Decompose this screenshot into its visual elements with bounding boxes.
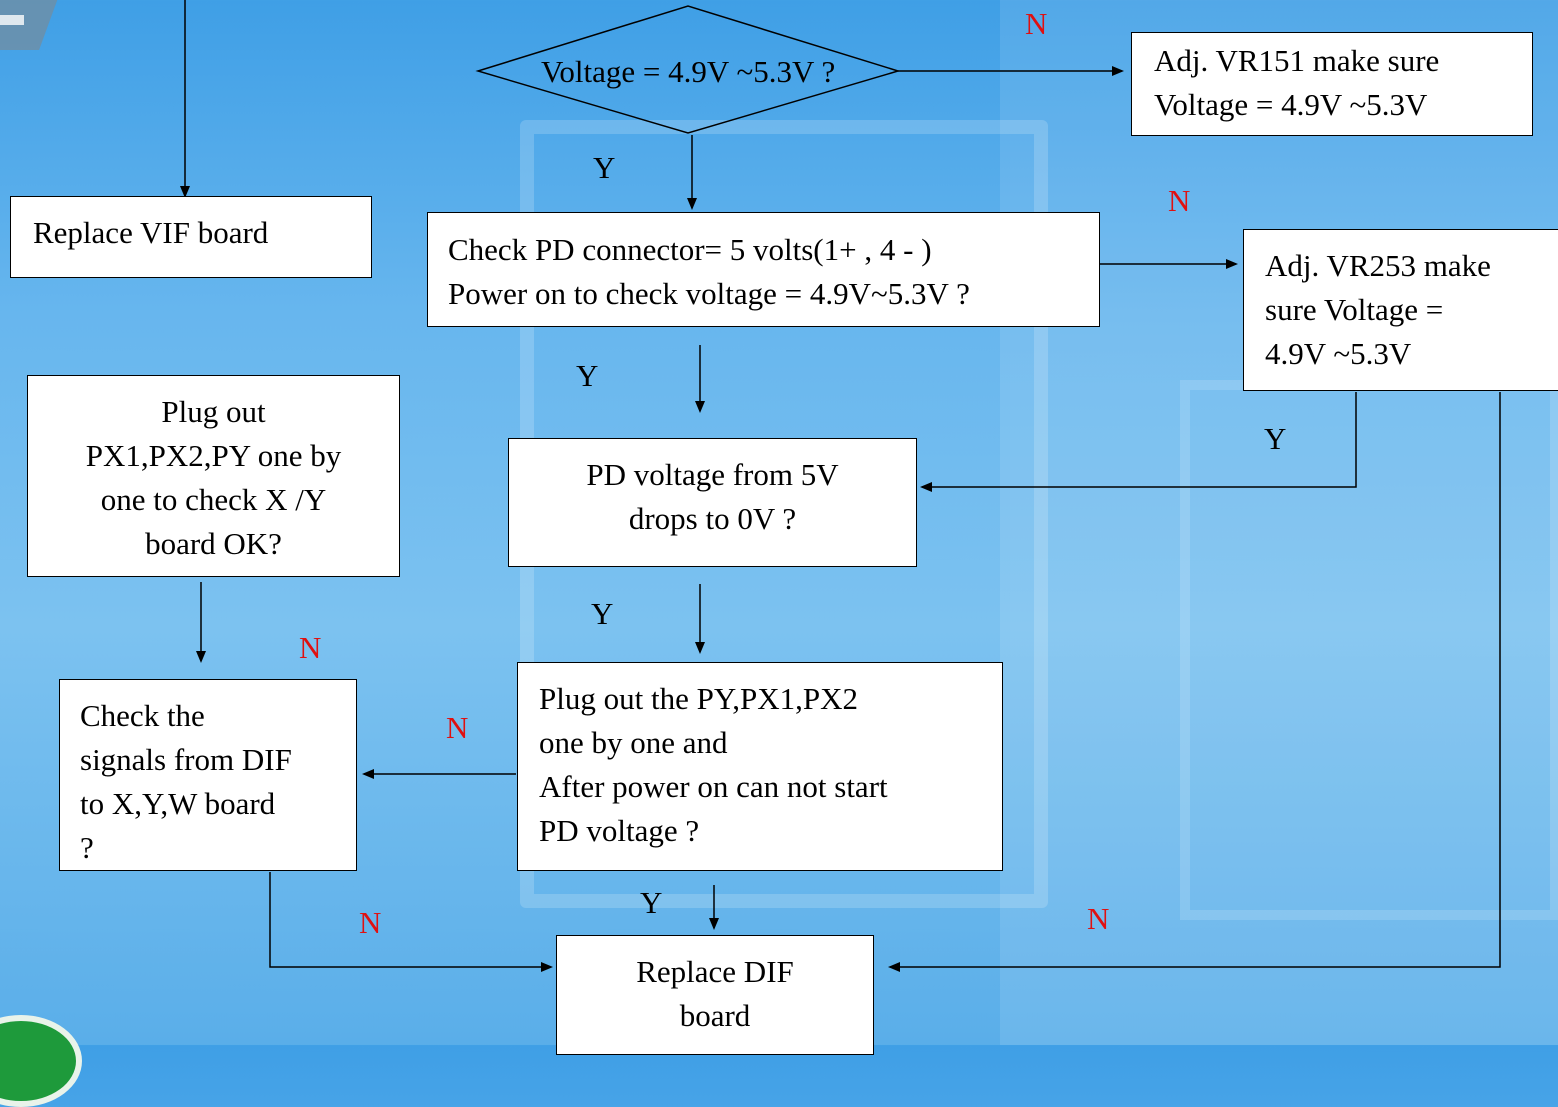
label-yes-check-pd: Y — [593, 150, 616, 185]
adj-vr253-text: Adj. VR253 make sure Voltage = 4.9V ~5.3… — [1265, 248, 1491, 371]
arrow-check-signals-to-replace-dif — [269, 872, 553, 972]
label-yes-plug-out-py: Y — [591, 596, 614, 631]
pd-voltage-drop-text: PD voltage from 5V drops to 0V ? — [586, 457, 839, 536]
label-no-signals-to-dif: N — [359, 905, 382, 940]
arrow-vr253-to-pd-drop — [920, 392, 1357, 492]
label-yes-replace-dif: Y — [640, 885, 663, 920]
arrow-vr253-to-replace-dif — [888, 392, 1501, 972]
check-signals-box: Check the signals from DIF to X,Y,W boar… — [59, 679, 357, 871]
replace-dif-text: Replace DIF board — [636, 954, 794, 1033]
label-no-plug-out-py: N — [446, 710, 469, 745]
decision-voltage-text: Voltage = 4.9V ~5.3V ? — [541, 54, 836, 89]
label-no-vr253-to-dif: N — [1087, 901, 1110, 936]
check-pd-connector-text: Check PD connector= 5 volts(1+ , 4 - ) P… — [448, 232, 970, 311]
pd-voltage-drop-box: PD voltage from 5V drops to 0V ? — [508, 438, 917, 567]
adj-vr151-box: Adj. VR151 make sure Voltage = 4.9V ~5.3… — [1131, 32, 1533, 136]
plug-out-py-box: Plug out the PY,PX1,PX2 one by one and A… — [517, 662, 1003, 871]
label-no-vr151: N — [1025, 6, 1048, 41]
check-signals-text: Check the signals from DIF to X,Y,W boar… — [80, 698, 292, 865]
plug-out-py-text: Plug out the PY,PX1,PX2 one by one and A… — [539, 681, 888, 848]
plug-out-px-box: Plug out PX1,PX2,PY one by one to check … — [27, 375, 400, 577]
label-yes-pd-drop: Y — [576, 358, 599, 393]
connector-lines — [180, 0, 1501, 972]
replace-vif-text: Replace VIF board — [33, 215, 269, 250]
check-pd-connector-box: Check PD connector= 5 volts(1+ , 4 - ) P… — [427, 212, 1100, 327]
adj-vr253-box: Adj. VR253 make sure Voltage = 4.9V ~5.3… — [1243, 229, 1558, 391]
label-no-vr253: N — [1168, 183, 1191, 218]
plug-out-px-text: Plug out PX1,PX2,PY one by one to check … — [85, 394, 342, 561]
replace-dif-box: Replace DIF board — [556, 935, 874, 1055]
label-yes-vr253: Y — [1264, 421, 1287, 456]
label-no-check-signals: N — [299, 630, 322, 665]
replace-vif-box: Replace VIF board — [10, 196, 372, 278]
adj-vr151-text: Adj. VR151 make sure Voltage = 4.9V ~5.3… — [1154, 43, 1440, 122]
